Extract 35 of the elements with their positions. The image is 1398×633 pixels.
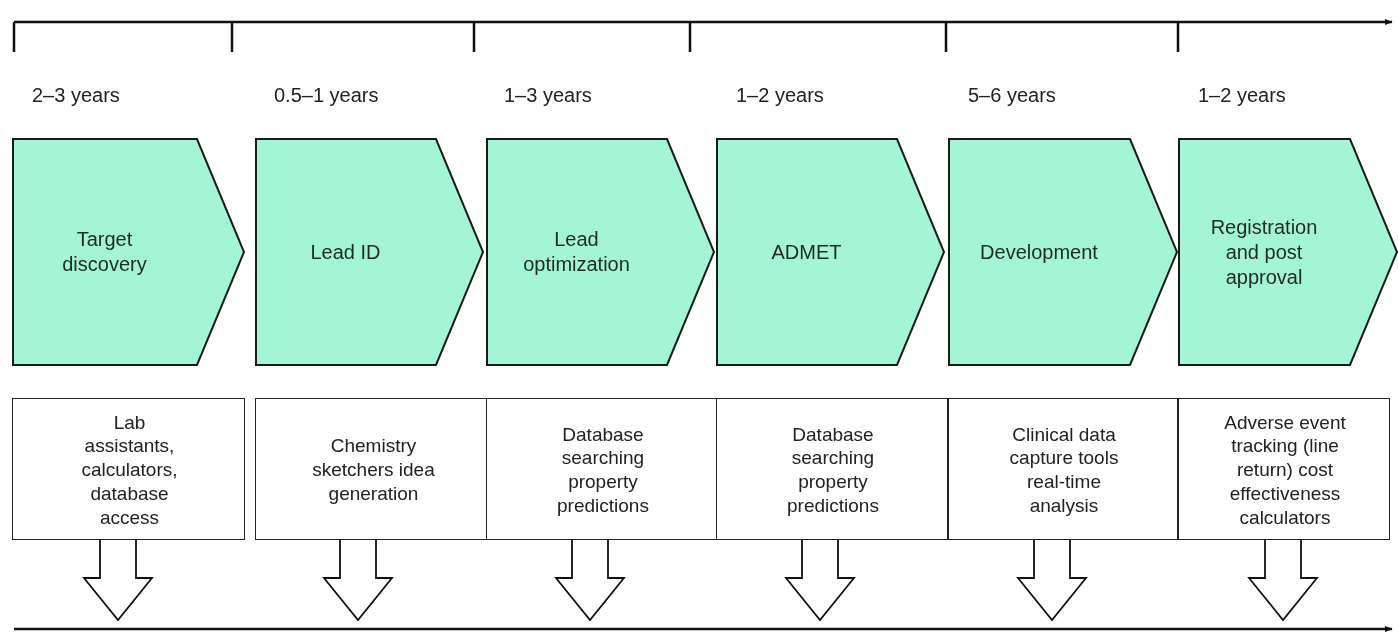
- hollow-arrow: [82, 539, 154, 622]
- stage-label: Lead ID: [310, 239, 381, 265]
- stage-pentagon: [486, 138, 715, 366]
- hollow-arrow: [554, 539, 626, 622]
- tool-description: Adverse event tracking (line return) cost effectiveness calculators: [1223, 410, 1347, 530]
- stage-pentagon: [255, 138, 484, 366]
- duration-label: 5–6 years: [968, 84, 1056, 107]
- stage-label: Lead optimization: [522, 227, 631, 277]
- stage-pentagon: [716, 138, 945, 366]
- stage-pentagon: [948, 138, 1178, 366]
- tool-box: [486, 398, 718, 540]
- duration-label: 0.5–1 years: [274, 84, 379, 107]
- hollow-arrow: [784, 539, 856, 622]
- tool-box: [948, 398, 1178, 540]
- tool-box: [716, 398, 948, 540]
- stage-label: Target discovery: [61, 227, 148, 277]
- stage-label: Registration and post approval: [1209, 214, 1319, 290]
- tool-box: [12, 398, 245, 540]
- duration-label: 1–2 years: [736, 84, 824, 107]
- duration-label: 1–2 years: [1198, 84, 1286, 107]
- hollow-arrow: [322, 539, 394, 622]
- stage-label: ADMET: [771, 239, 842, 265]
- stage-pentagon: [12, 138, 245, 366]
- duration-label: 2–3 years: [32, 84, 120, 107]
- tool-description: Database searching property predictions: [786, 422, 880, 518]
- stage-pentagon: [1178, 138, 1398, 366]
- tool-description: Lab assistants, calculators, database access: [80, 410, 179, 530]
- hollow-arrow: [1247, 539, 1319, 622]
- hollow-arrow: [1016, 539, 1088, 622]
- duration-label: 1–3 years: [504, 84, 592, 107]
- tool-description: Chemistry sketchers idea generation: [311, 434, 436, 506]
- tool-description: Database searching property predictions: [556, 422, 650, 518]
- stage-label: Development: [980, 239, 1098, 265]
- tool-description: Clinical data capture tools real-time analysis: [1008, 422, 1120, 518]
- tool-box: [1178, 398, 1390, 540]
